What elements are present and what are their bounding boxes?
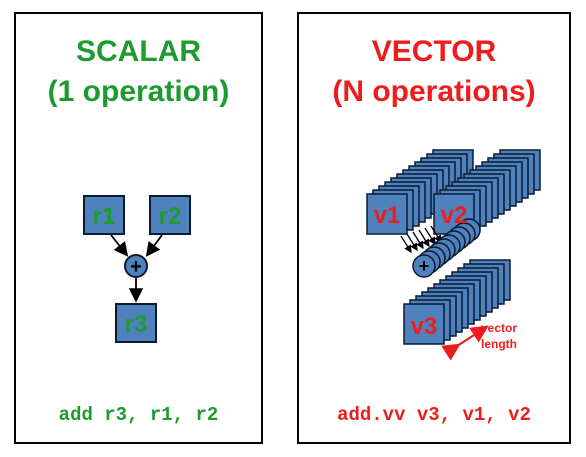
vector-register-v1-layer [366, 193, 408, 235]
scalar-instruction: add r3, r1, r2 [58, 404, 219, 426]
scalar-register-r2-label: r2 [159, 203, 182, 230]
scalar-arrow-r2 [145, 234, 163, 257]
vector-subtitle: (N operations) [332, 75, 536, 108]
scalar-register-r1-label: r1 [93, 203, 116, 230]
vector-adder-symbol: + [419, 256, 430, 276]
vector-adder-stack [412, 218, 481, 278]
scalar-register-r2: r2 [149, 195, 191, 235]
vector-arrow-in [418, 229, 430, 248]
vector-panel: VECTOR (N operations) v1 v2 + v3 vector … [297, 12, 571, 444]
scalar-subtitle: (1 operation) [47, 75, 230, 108]
vector-register-v3-label: v3 [411, 313, 438, 340]
scalar-register-r3-label: r3 [125, 311, 148, 338]
scalar-arrow-r1 [110, 234, 129, 257]
scalar-adder-symbol: + [130, 256, 142, 278]
vector-instruction: add.vv v3, v1, v2 [337, 404, 531, 426]
scalar-register-r1: r1 [83, 195, 125, 235]
vector-register-v3-stack [403, 259, 511, 345]
vector-adder-layer [412, 254, 436, 278]
scalar-adder: + [124, 254, 148, 278]
vector-register-v2-label: v2 [441, 202, 468, 229]
vector-register-v1-label: v1 [374, 202, 401, 229]
scalar-panel: SCALAR (1 operation) r1 r2 + r3 [14, 12, 263, 444]
scalar-register-r3: r3 [115, 303, 157, 343]
vector-input-arrows [400, 225, 442, 254]
vector-arrow-in [400, 235, 412, 254]
vector-title: VECTOR [371, 35, 497, 68]
vector-length-label-line2: length [481, 337, 517, 351]
scalar-title: SCALAR [76, 35, 201, 68]
scalar-diagram: r1 r2 + r3 [83, 195, 191, 343]
vector-register-v3-layer [403, 303, 445, 345]
vector-length-label-line1: vector [481, 321, 517, 335]
vector-arrow-in [412, 231, 424, 250]
vector-diagram: v1 v2 + v3 vector length [366, 149, 541, 361]
vector-arrow-in [424, 227, 436, 246]
vector-arrow-in [406, 233, 418, 252]
vector-length-arrow [441, 325, 489, 361]
